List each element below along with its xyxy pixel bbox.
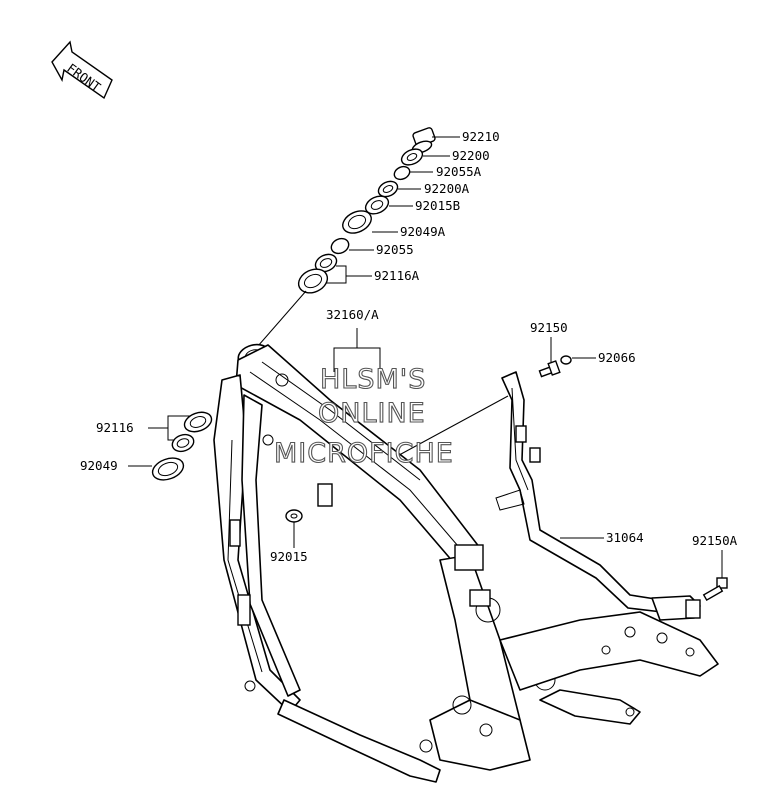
rear-frame <box>495 371 701 621</box>
part-label[interactable]: 92049 <box>80 458 118 473</box>
bearing-icon <box>171 433 195 453</box>
washer-icon <box>560 355 572 365</box>
part-labels: 92210 92200 92055A 92200A 92015B 92049A … <box>80 129 738 564</box>
lower-bearings <box>151 411 213 481</box>
part-label[interactable]: 92049A <box>400 224 446 239</box>
seal-icon <box>151 457 185 481</box>
washer-icon <box>377 180 399 198</box>
leader-lines <box>128 136 723 580</box>
part-label[interactable]: 92150 <box>530 320 568 335</box>
bearing-icon <box>314 253 338 273</box>
watermark-line-2: ONLINE <box>318 398 426 429</box>
bolt-icon <box>702 577 728 602</box>
o-ring-icon <box>330 237 350 255</box>
steering-stem-parts <box>297 127 436 294</box>
part-label[interactable]: 92210 <box>462 129 500 144</box>
part-label[interactable]: 92066 <box>598 350 636 365</box>
main-frame <box>213 343 719 783</box>
bolt-icon <box>538 360 561 378</box>
part-label[interactable]: 92015B <box>415 198 460 213</box>
watermark: HLSM'S ONLINE MICROFICHE <box>273 363 454 469</box>
part-label[interactable]: 92116A <box>374 268 420 283</box>
watermark-line-1: HLSM'S <box>320 364 426 395</box>
watermark-line-3: MICROFICHE <box>274 438 454 469</box>
nut-icon <box>364 195 390 215</box>
washer-icon <box>400 148 424 166</box>
part-label[interactable]: 92055A <box>436 164 482 179</box>
part-label[interactable]: 92200 <box>452 148 490 163</box>
nut-icon <box>285 509 303 523</box>
part-label[interactable]: 92200A <box>424 181 470 196</box>
part-label[interactable]: 92150A <box>692 533 738 548</box>
part-label[interactable]: 92116 <box>96 420 134 435</box>
front-arrow-icon: FRONT <box>51 40 113 100</box>
bearing-icon <box>183 411 213 433</box>
part-label[interactable]: 92015 <box>270 549 308 564</box>
part-label[interactable]: 32160/A <box>326 307 379 322</box>
o-ring-icon <box>393 165 411 181</box>
part-label[interactable]: 92055 <box>376 242 414 257</box>
bearing-icon <box>297 268 329 294</box>
part-label[interactable]: 31064 <box>606 530 644 545</box>
